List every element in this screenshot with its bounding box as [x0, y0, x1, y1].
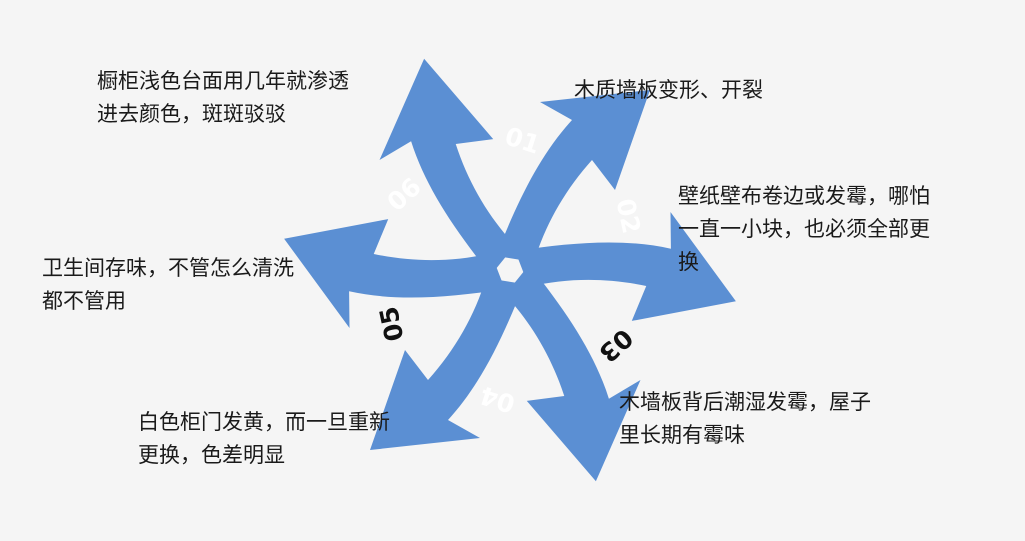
arrow-05: 05 [284, 219, 505, 344]
arrow-02: 02 [515, 196, 736, 321]
arrow-05-shape [284, 219, 505, 329]
step-04-number: 04 [477, 380, 519, 418]
arrow-03-shape [504, 264, 641, 482]
step-05-description: 卫生间存味，不管怎么清洗 都不管用 [42, 256, 294, 313]
step-02-number: 02 [611, 196, 647, 236]
step-01-number: 01 [501, 121, 543, 159]
arrow-04-shape [370, 278, 524, 450]
step-05-number: 05 [374, 304, 410, 344]
step-06-description: 橱柜浅色台面用几年就渗透 进去颜色，斑斑驳驳 [97, 69, 349, 126]
arrow-01-shape [496, 90, 650, 262]
arrow-01: 01 [496, 90, 650, 262]
step-03-description: 木墙板背后潮湿发霉，屋子 里长期有霉味 [619, 390, 871, 447]
step-01-description: 木质墙板变形、开裂 [574, 78, 763, 102]
step-04-description: 白色柜门发黄，而一旦重新 更换，色差明显 [138, 410, 390, 467]
step-06-number: 06 [382, 172, 427, 217]
arrow-02-shape [515, 211, 736, 321]
step-02-description: 壁纸壁布卷边或发霉，哪怕 一直一小块，也必须全部更 换 [678, 184, 930, 274]
step-03-number: 03 [593, 323, 638, 368]
arrow-06-shape [379, 58, 516, 276]
